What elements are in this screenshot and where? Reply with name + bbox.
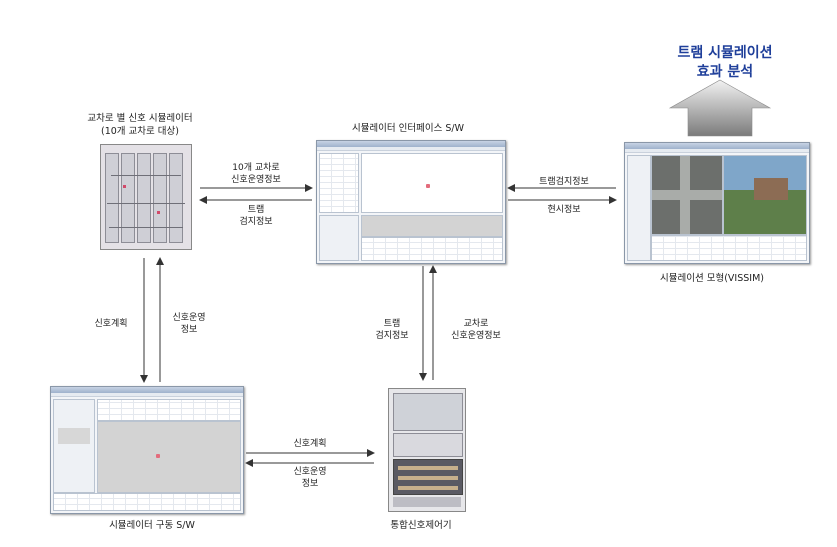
interface-sw-window (316, 140, 506, 264)
vissim-window (624, 142, 810, 264)
effect-up-arrow (668, 79, 772, 137)
drive-sw-window (50, 386, 244, 514)
integrated-signal-controller (388, 388, 466, 512)
label-vissim-to-if: 트램검지정보 (539, 177, 589, 187)
label-if-up: 교차로 신호운영정보 (451, 319, 501, 341)
effect-title-line2: 효과 분석 (696, 64, 754, 80)
label-sim-up: 신호운영 정보 (172, 313, 206, 335)
drive-caption: 시뮬레이터 구동 S/W (109, 520, 195, 531)
effect-analysis-title: 트램 시뮬레이션 효과 분석 (640, 44, 810, 82)
simulator-caption: 교차로 별 신호 시뮬레이터 (10개 교차로 대상) (70, 112, 210, 138)
vissim-caption: 시뮬레이션 모형(VISSIM) (660, 273, 764, 284)
simulator-caption-line2: (10개 교차로 대상) (101, 126, 179, 137)
simulator-caption-line1: 교차로 별 신호 시뮬레이터 (87, 113, 193, 124)
label-if-to-vissim: 현시정보 (547, 205, 581, 215)
effect-title-line1: 트램 시뮬레이션 (677, 45, 773, 61)
label-sim-to-if: 10개 교차로 신호운영정보 (231, 163, 281, 185)
label-if-down: 트램 검지정보 (375, 319, 409, 341)
controller-caption: 통합신호제어기 (390, 520, 452, 531)
label-sim-down: 신호계획 (94, 319, 128, 329)
interface-caption: 시뮬레이터 인터페이스 S/W (351, 123, 465, 134)
label-ctrl-to-drive: 신호운영 정보 (293, 467, 327, 489)
signal-simulator-cabinet (100, 144, 192, 250)
label-drive-to-ctrl: 신호계획 (293, 439, 327, 449)
label-if-to-sim: 트램 검지정보 (239, 205, 273, 227)
